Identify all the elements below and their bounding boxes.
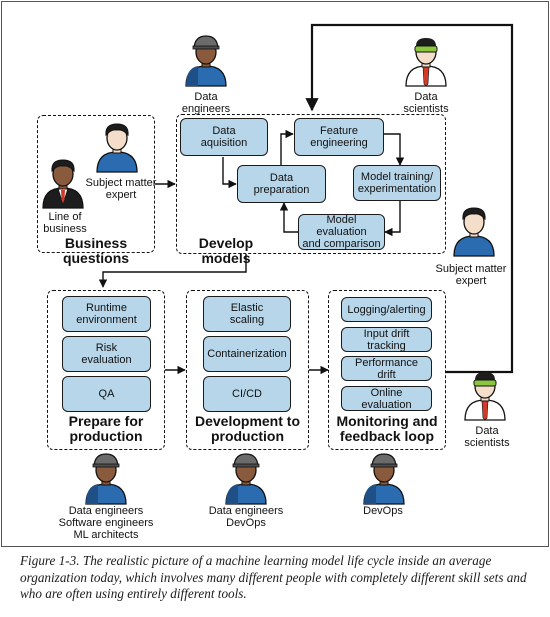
zone-title-business-questions: Business questions <box>62 235 130 266</box>
step-performance-drift: Performance drift <box>341 356 432 381</box>
arrow-acquisition-to-preparation <box>222 157 237 189</box>
zone-title-develop-models: Develop models <box>198 235 254 266</box>
data-scientist-right-icon <box>464 372 506 421</box>
arrow-develop-to-prepare <box>98 254 247 288</box>
zone-develop-models <box>176 114 446 254</box>
feedback-loop-line <box>305 23 514 374</box>
engineer-bottom-middle-icon <box>225 453 267 505</box>
devops-bottom-right-icon <box>363 453 405 505</box>
data-engineer-top-icon <box>185 35 227 87</box>
zone-monitoring <box>328 290 446 450</box>
arrow-training-to-evaluation <box>384 200 401 237</box>
figure-caption: Figure 1-3. The realistic picture of a m… <box>20 553 527 601</box>
arrow-feature-to-training <box>384 133 405 166</box>
arrow-evaluation-to-preparation <box>279 202 298 233</box>
step-qa: QA <box>62 376 151 412</box>
engineer-bottom-left-icon <box>85 453 127 505</box>
role-label-bottom-right: DevOps <box>363 505 403 517</box>
data-scientist-top-icon <box>405 38 447 87</box>
zone-development-to-production <box>186 290 309 450</box>
subject-matter-expert-left-icon <box>96 123 138 173</box>
zone-business-questions <box>37 115 155 253</box>
line-of-business-icon <box>42 159 84 209</box>
step-online-evaluation: Online evaluation <box>341 386 432 411</box>
subject-matter-expert-right-icon <box>453 207 495 257</box>
step-input-drift-tracking: Input drift tracking <box>341 327 432 352</box>
arrow-preparation-to-feature <box>280 129 294 166</box>
step-model-training: Model training/experimentation <box>353 165 441 201</box>
step-logging-alerting: Logging/alerting <box>341 297 432 322</box>
step-cicd: CI/CD <box>203 376 291 412</box>
step-containerization: Containerization <box>203 336 291 372</box>
figure-border <box>1 1 549 547</box>
zone-prepare-for-production <box>47 290 165 450</box>
